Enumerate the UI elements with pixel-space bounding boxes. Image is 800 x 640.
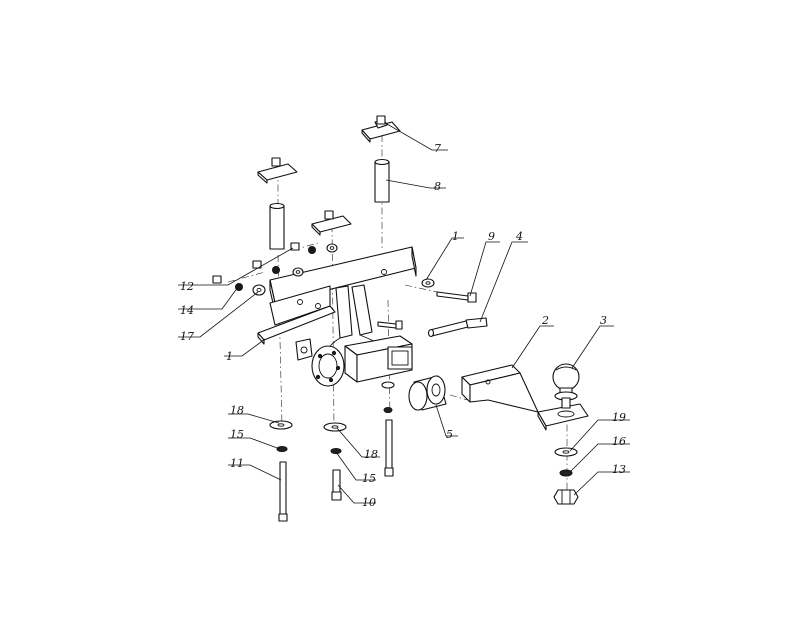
ball-lock-washer [559, 469, 573, 477]
callout-7: 7 [434, 142, 441, 155]
lower-washer-middle [323, 422, 347, 432]
callout-12: 12 [180, 280, 194, 293]
callout-15-middle: 15 [362, 472, 376, 485]
hook-pin [427, 317, 488, 338]
receiver-flange [295, 338, 345, 387]
callout-18-left: 18 [230, 404, 244, 417]
leader-lines [178, 123, 630, 504]
callout-19: 19 [612, 411, 626, 424]
callout-14: 14 [180, 304, 194, 317]
side-brackets [325, 284, 381, 353]
lower-lock-washer-left [276, 446, 288, 452]
callout-1-upper: 1 [452, 230, 459, 243]
washer-right [421, 278, 435, 288]
callout-4: 4 [515, 230, 523, 243]
bolt-middle-right [377, 320, 403, 330]
callout-5: 5 [446, 428, 453, 441]
spacer-tube-right [374, 158, 390, 203]
ball-washer [554, 447, 578, 457]
lower-lock-washer-middle [330, 448, 342, 454]
callout-1-lower: 1 [226, 350, 233, 363]
callout-9: 9 [488, 230, 495, 243]
lower-washer-left [269, 420, 293, 430]
long-bolt-left [278, 461, 288, 522]
callout-3: 3 [600, 314, 607, 327]
top-plate-left [257, 157, 298, 184]
callout-16: 16 [612, 435, 626, 448]
ball-mount-shank [461, 364, 589, 431]
callout-labels: 7 8 1 9 4 12 14 17 1 2 3 5 18 15 11 18 1… [180, 142, 626, 509]
tow-ball [552, 363, 580, 409]
callout-10: 10 [362, 496, 376, 509]
callout-13: 13 [612, 463, 626, 476]
short-bolt-middle [331, 469, 342, 501]
hardware-stack-upper [290, 242, 338, 254]
top-plate-right [361, 115, 401, 143]
callout-8: 8 [434, 180, 441, 193]
spacer-tube-left [269, 202, 285, 250]
callout-18-middle: 18 [364, 448, 378, 461]
hardware-stack-lower [212, 275, 266, 296]
bolt-upper-right [436, 291, 477, 303]
main-cross-bar [257, 246, 417, 345]
callout-15-left: 15 [230, 428, 244, 441]
callout-2: 2 [541, 314, 549, 327]
rubber-bushing [408, 375, 447, 411]
long-bolt-right [381, 381, 395, 477]
callout-11: 11 [230, 457, 244, 470]
ball-nut [553, 489, 579, 505]
hardware-stack-middle [252, 260, 304, 277]
top-plate-middle [311, 210, 352, 236]
callout-17: 17 [180, 330, 194, 343]
receiver-tube [344, 335, 413, 383]
